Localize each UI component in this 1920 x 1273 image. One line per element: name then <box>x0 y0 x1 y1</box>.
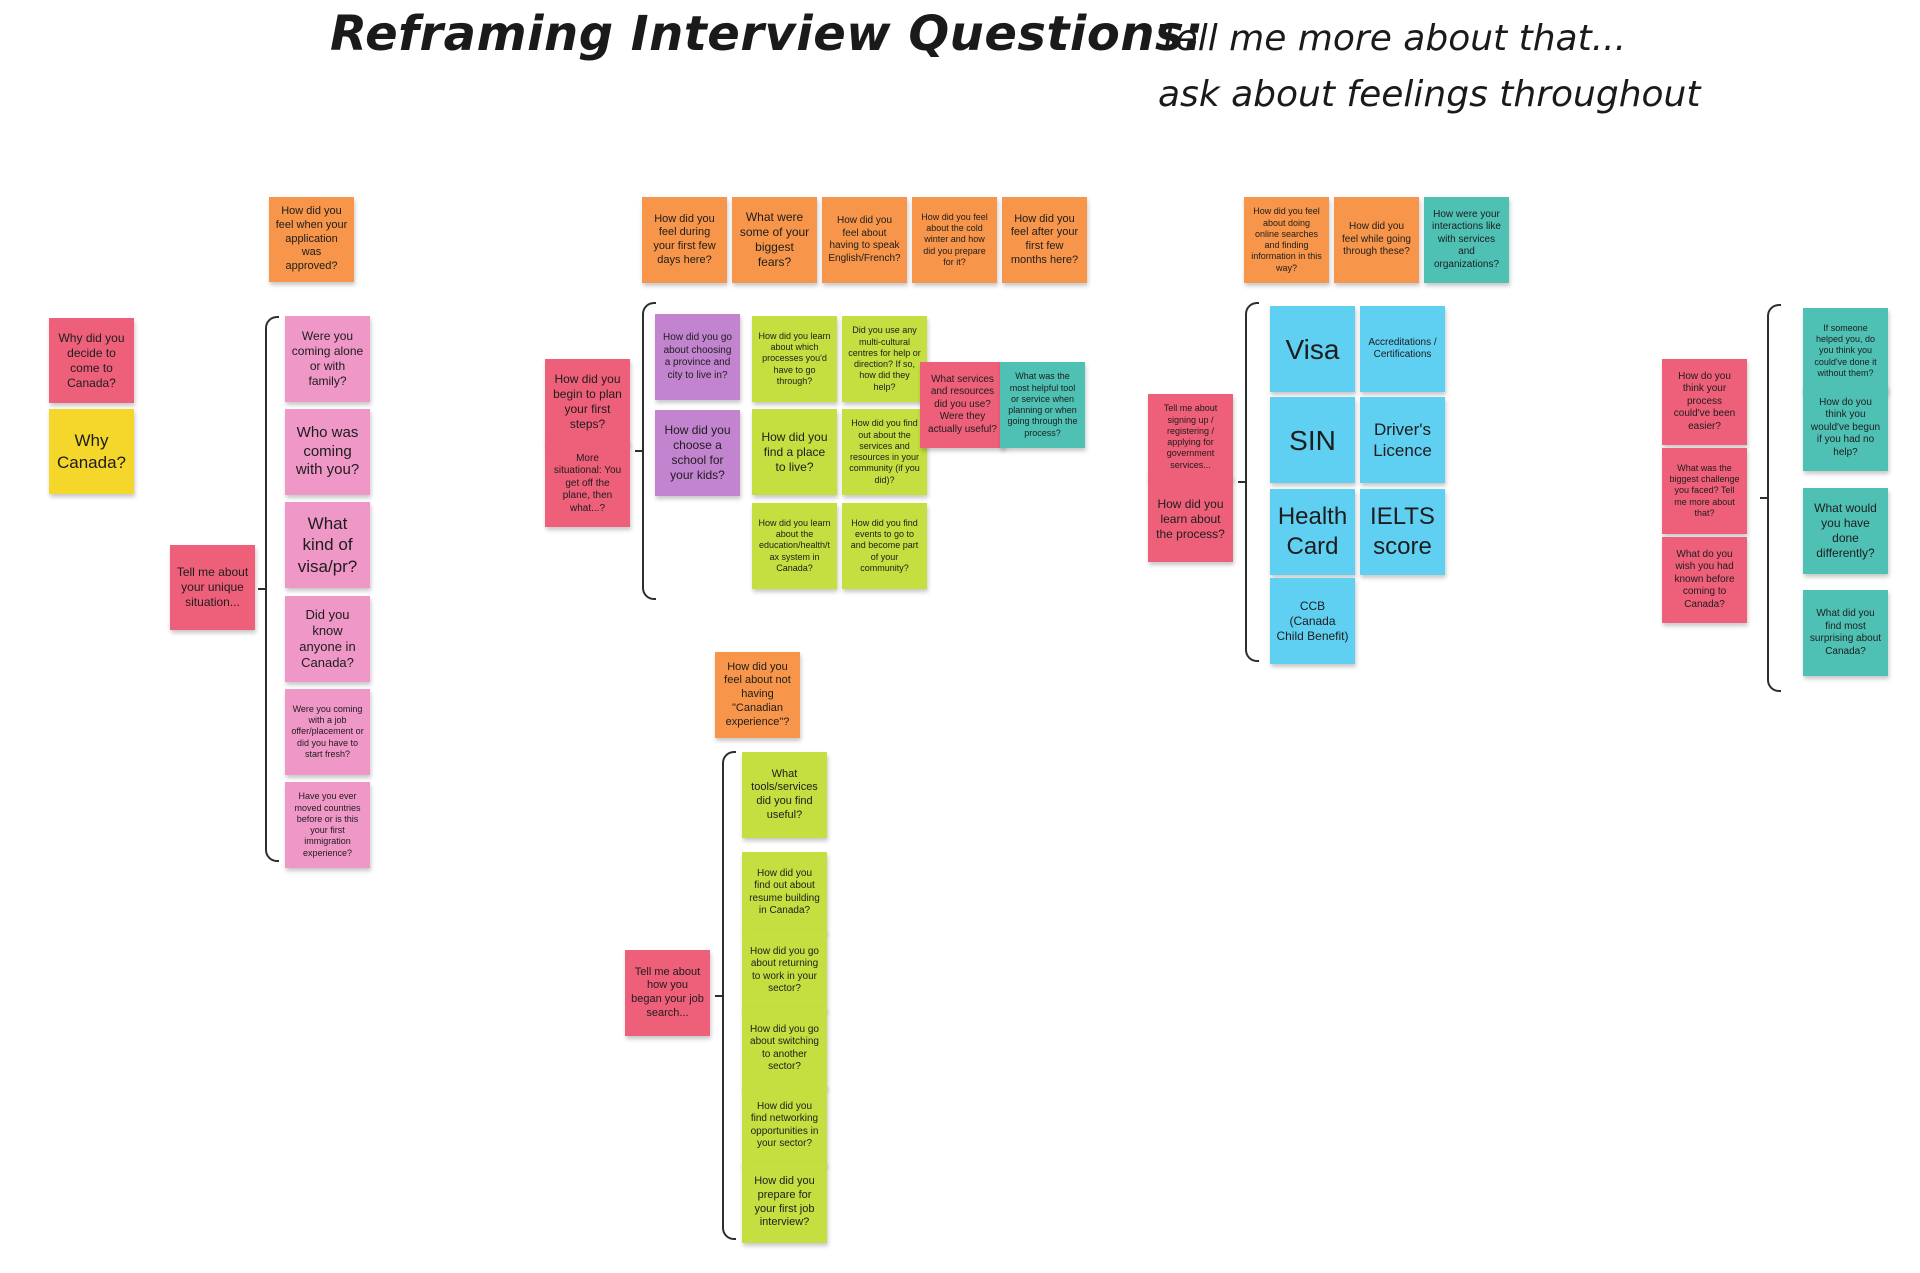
sticky-note[interactable]: What do you wish you had known before co… <box>1662 537 1747 623</box>
sticky-note[interactable]: More situational: You get off the plane,… <box>545 441 630 527</box>
sticky-note[interactable]: What kind of visa/pr? <box>285 502 370 588</box>
sticky-note[interactable]: How were your interactions like with ser… <box>1424 197 1509 283</box>
sticky-note[interactable]: What services and resources did you use?… <box>920 362 1005 448</box>
sticky-note[interactable]: Why did you decide to come to Canada? <box>49 318 134 403</box>
sticky-note[interactable]: Who was coming with you? <box>285 409 370 495</box>
sticky-note[interactable]: What was the most helpful tool or servic… <box>1000 362 1085 448</box>
bracket <box>1760 304 1781 692</box>
sticky-note[interactable]: How did you feel about not having "Canad… <box>715 652 800 738</box>
sticky-note[interactable]: How did you begin to plan your first ste… <box>545 359 630 445</box>
sticky-note[interactable]: IELTS score <box>1360 489 1445 575</box>
sticky-note[interactable]: What was the biggest challenge you faced… <box>1662 448 1747 534</box>
sticky-note[interactable]: Why Canada? <box>49 409 134 494</box>
sticky-note[interactable]: Visa <box>1270 306 1355 392</box>
sticky-note[interactable]: Health Card <box>1270 489 1355 575</box>
sticky-note[interactable]: If someone helped you, do you think you … <box>1803 308 1888 394</box>
sticky-note[interactable]: Did you use any multi-cultural centres f… <box>842 316 927 402</box>
sticky-note[interactable]: How did you choose a school for your kid… <box>655 410 740 496</box>
sticky-note[interactable]: How did you feel when your application w… <box>269 197 354 282</box>
sticky-note[interactable]: How did you learn about which processes … <box>752 316 837 402</box>
page-subtitle-line-1: Tell me more about that... <box>1158 18 1627 59</box>
bracket <box>635 302 656 600</box>
sticky-note[interactable]: Were you coming with a job offer/placeme… <box>285 689 370 775</box>
sticky-note[interactable]: Tell me about your unique situation... <box>170 545 255 630</box>
sticky-note[interactable]: How did you prepare for your first job i… <box>742 1162 827 1243</box>
sticky-note[interactable]: How did you learn about the education/he… <box>752 503 837 589</box>
sticky-note[interactable]: SIN <box>1270 397 1355 483</box>
sticky-note[interactable]: How did you feel while going through the… <box>1334 197 1419 283</box>
sticky-note[interactable]: Tell me about signing up / registering /… <box>1148 394 1233 480</box>
sticky-note[interactable]: How did you go about switching to anothe… <box>742 1008 827 1089</box>
sticky-note[interactable]: Tell me about how you began your job sea… <box>625 950 710 1036</box>
sticky-note[interactable]: Were you coming alone or with family? <box>285 316 370 402</box>
sticky-note[interactable]: How did you feel about doing online sear… <box>1244 197 1329 283</box>
sticky-note[interactable]: CCB (Canada Child Benefit) <box>1270 578 1355 664</box>
sticky-note[interactable]: How did you feel about having to speak E… <box>822 197 907 283</box>
sticky-note[interactable]: Have you ever moved countries before or … <box>285 782 370 868</box>
bracket <box>715 751 736 1240</box>
sticky-note[interactable]: How did you feel during your first few d… <box>642 197 727 283</box>
sticky-note[interactable]: How did you find events to go to and bec… <box>842 503 927 589</box>
sticky-note[interactable]: What would you have done differently? <box>1803 488 1888 574</box>
sticky-note[interactable]: How do you think you would've begun if y… <box>1803 385 1888 471</box>
sticky-note[interactable]: How did you feel about the cold winter a… <box>912 197 997 283</box>
sticky-note[interactable]: How did you find a place to live? <box>752 409 837 495</box>
sticky-note[interactable]: How did you learn about the process? <box>1148 476 1233 562</box>
page-title: Reframing Interview Questions: <box>330 6 1204 62</box>
page-subtitle-line-2: ask about feelings throughout <box>1158 74 1701 115</box>
sticky-note[interactable]: Driver's Licence <box>1360 397 1445 483</box>
sticky-note[interactable]: Did you know anyone in Canada? <box>285 596 370 682</box>
sticky-note[interactable]: How did you find out about resume buildi… <box>742 852 827 933</box>
bracket <box>1238 302 1259 662</box>
bracket <box>258 316 279 862</box>
sticky-note[interactable]: Accreditations / Certifications <box>1360 306 1445 392</box>
sticky-note[interactable]: How did you find out about the services … <box>842 409 927 495</box>
sticky-note[interactable]: How did you feel after your first few mo… <box>1002 197 1087 283</box>
sticky-note[interactable]: What did you find most surprising about … <box>1803 590 1888 676</box>
sticky-note[interactable]: How did you find networking opportunitie… <box>742 1085 827 1166</box>
sticky-note[interactable]: What tools/services did you find useful? <box>742 752 827 838</box>
sticky-note[interactable]: How did you go about choosing a province… <box>655 314 740 400</box>
sticky-note[interactable]: How did you go about returning to work i… <box>742 930 827 1011</box>
sticky-note[interactable]: How do you think your process could've b… <box>1662 359 1747 445</box>
sticky-note[interactable]: What were some of your biggest fears? <box>732 197 817 283</box>
